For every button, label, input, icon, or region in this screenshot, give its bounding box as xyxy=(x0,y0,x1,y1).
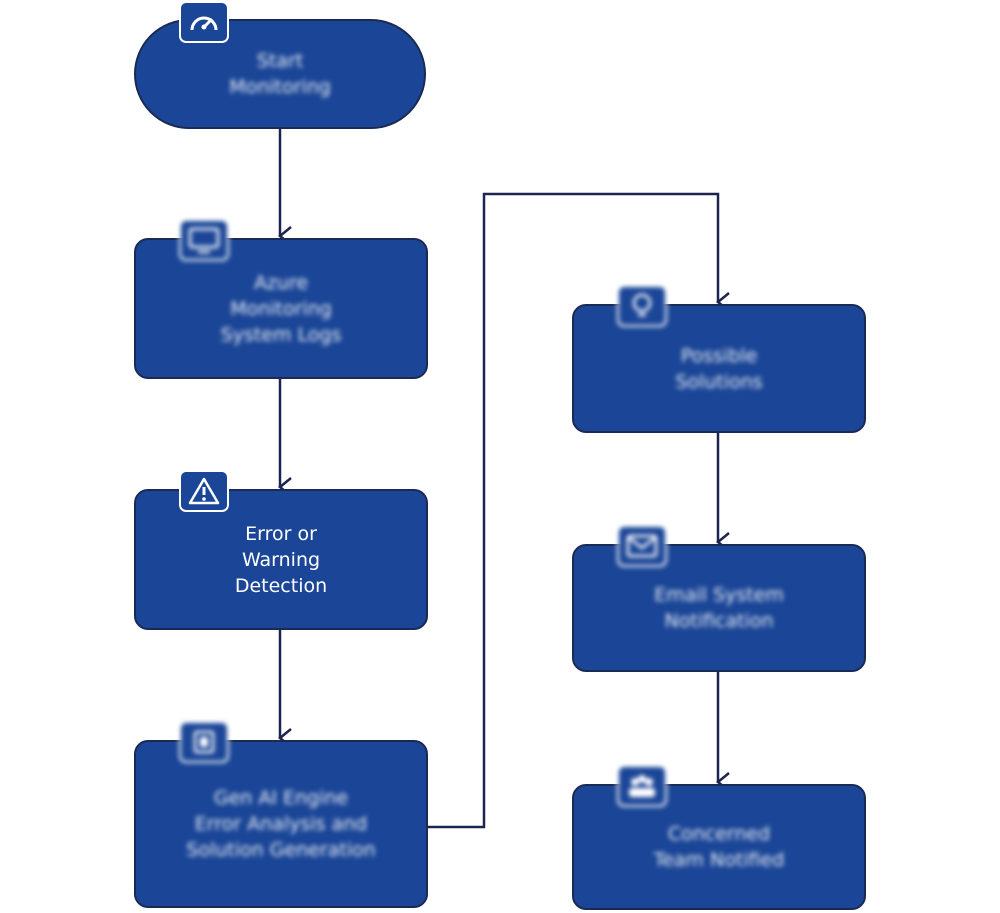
possible-solutions-node: Possible Solutions xyxy=(572,304,866,433)
arrow-genai-to-solutions xyxy=(428,192,730,829)
node-label-line: Team Notified xyxy=(653,849,785,871)
gen-ai-engine-node: Gen AI Engine Error Analysis and Solutio… xyxy=(134,740,428,908)
node-label-line: Azure xyxy=(253,271,309,294)
system-logs-node: Azure Monitoring System Logs xyxy=(134,238,428,379)
node-label-line: Email System xyxy=(654,584,784,606)
node-label-line: Error Analysis and xyxy=(194,813,368,835)
node-label-line: Possible xyxy=(680,344,758,367)
team-icon xyxy=(617,765,667,807)
email-notification-node: Email System Notification xyxy=(572,544,866,672)
node-label-line: Solution Generation xyxy=(186,839,376,861)
monitor-icon xyxy=(179,219,229,261)
node-label-line: Monitoring xyxy=(229,76,331,98)
node-label-line: Start xyxy=(256,50,304,72)
gauge-icon xyxy=(179,1,229,43)
team-notified-node: Concerned Team Notified xyxy=(572,784,866,910)
error-detection-node: Error or Warning Detection xyxy=(134,489,428,630)
node-label-line: Warning xyxy=(241,548,321,571)
warning-icon xyxy=(179,470,229,512)
envelope-icon xyxy=(617,525,667,567)
node-label-line: Detection xyxy=(234,574,328,597)
node-label-line: Concerned xyxy=(667,823,771,845)
node-label-line: Error or xyxy=(245,522,317,545)
node-label-line: System Logs xyxy=(220,323,342,346)
chip-icon xyxy=(179,721,229,763)
start-monitoring-node: Start Monitoring xyxy=(134,19,426,129)
lightbulb-icon xyxy=(617,285,667,327)
node-label-line: Gen AI Engine xyxy=(213,787,349,809)
node-label-line: Solutions xyxy=(675,370,763,393)
node-label-line: Notification xyxy=(664,610,774,632)
node-label-line: Monitoring xyxy=(230,297,332,320)
